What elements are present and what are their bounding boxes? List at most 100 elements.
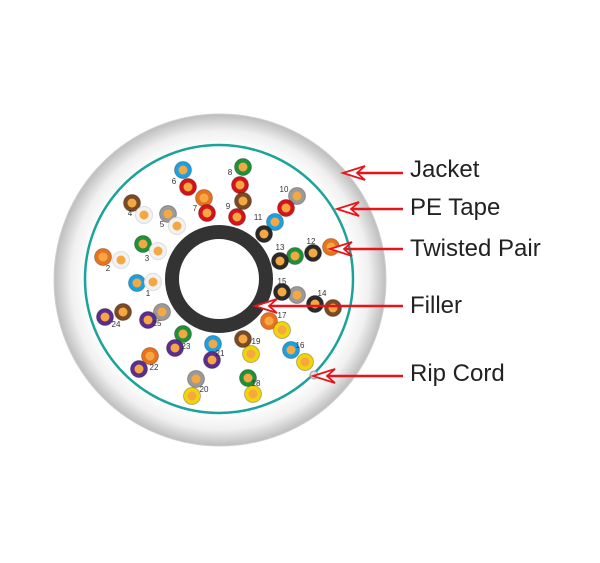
twisted-pair-11: 11 [254, 213, 284, 243]
pair-number: 3 [145, 254, 150, 263]
pair-number: 1 [146, 289, 151, 298]
conductor-core [238, 162, 248, 172]
twisted-pair-10: 10 [277, 185, 306, 217]
conductor-core [183, 182, 193, 192]
twisted-pair-25: 25 [139, 303, 171, 329]
pair-number: 24 [112, 320, 121, 329]
conductor-core [281, 203, 291, 213]
twisted-pair-22: 22 [130, 347, 159, 378]
twisted-pair-13: 13 [271, 243, 304, 270]
conductor-core [308, 248, 318, 258]
conductor-core [290, 251, 300, 261]
arrowhead-icon [334, 201, 360, 217]
pair-number: 18 [252, 379, 261, 388]
conductor-core [116, 255, 126, 265]
conductor-core [163, 209, 173, 219]
twisted-pair-20: 20 [183, 370, 209, 405]
pair-number: 5 [160, 220, 165, 229]
conductor-core [277, 325, 287, 335]
arrowhead-icon [340, 165, 366, 181]
conductor-core [172, 221, 182, 231]
filler [165, 225, 273, 333]
twisted-pair-12: 12 [304, 237, 340, 262]
conductor-core [139, 210, 149, 220]
conductor-core [248, 389, 258, 399]
conductor-core [208, 339, 218, 349]
pair-number: 4 [128, 209, 133, 218]
conductor-core [127, 198, 137, 208]
label-twisted-pair: Twisted Pair [410, 235, 541, 262]
pair-number: 15 [278, 277, 287, 286]
pair-number: 23 [182, 342, 191, 351]
conductor-core [300, 357, 310, 367]
conductor-core [286, 345, 296, 355]
pair-number: 25 [153, 319, 162, 328]
twisted-pair-23: 23 [166, 325, 192, 357]
label-rip-cord: Rip Cord [410, 360, 505, 387]
twisted-pair-1: 1 [128, 273, 162, 298]
conductor-core [187, 391, 197, 401]
conductor-core [100, 312, 110, 322]
twisted-pair-19: 19 [234, 330, 261, 363]
pair-number: 11 [254, 213, 263, 222]
conductor-core [148, 277, 158, 287]
conductor-core [264, 316, 274, 326]
twisted-pair-9: 9 [226, 192, 252, 226]
conductor-core [270, 217, 280, 227]
conductor-core [153, 246, 163, 256]
arrowhead-icon [327, 241, 353, 257]
conductor-core [243, 373, 253, 383]
conductor-core [259, 229, 269, 239]
twisted-pair-4: 4 [123, 194, 153, 224]
pair-number: 17 [278, 311, 287, 320]
twisted-pair-6: 6 [172, 161, 197, 196]
twisted-pair-3: 3 [134, 235, 167, 263]
twisted-pair-7: 7 [193, 189, 216, 222]
pair-number: 19 [252, 337, 261, 346]
arrowhead-icon [310, 368, 336, 384]
pair-number: 20 [200, 385, 209, 394]
conductor-core [238, 334, 248, 344]
arrow-jacket [340, 165, 403, 181]
twisted-pair-8: 8 [228, 158, 252, 194]
pair-number: 8 [228, 168, 233, 177]
pair-number: 6 [172, 177, 177, 186]
conductor-core [134, 364, 144, 374]
pair-number: 12 [307, 237, 316, 246]
conductor-core [235, 180, 245, 190]
pair-number: 22 [150, 363, 159, 372]
conductor-core [277, 287, 287, 297]
twisted-pair-5: 5 [159, 205, 186, 235]
conductor-core [178, 165, 188, 175]
twisted-pair-15: 15 [273, 277, 306, 304]
arrow-pe-tape [334, 201, 403, 217]
conductor-core [199, 193, 209, 203]
pair-number: 13 [276, 243, 285, 252]
arrow-twisted-pair [327, 241, 403, 257]
conductor-core [132, 278, 142, 288]
twisted-pair-2: 2 [94, 248, 130, 273]
twisted-pair-16: 16 [282, 341, 314, 371]
pair-number: 9 [226, 202, 231, 211]
conductor-core [232, 212, 242, 222]
pair-number: 7 [193, 204, 198, 213]
pair-number: 21 [216, 349, 225, 358]
label-filler: Filler [410, 292, 462, 319]
arrow-rip-cord [310, 368, 403, 384]
pair-number: 10 [280, 185, 289, 194]
conductor-core [191, 374, 201, 384]
callout-arrows [252, 165, 403, 384]
arrowhead-icon [252, 298, 278, 314]
conductor-core [202, 208, 212, 218]
twisted-pair-24: 24 [96, 303, 132, 329]
conductor-core [98, 252, 108, 262]
conductor-core [246, 349, 256, 359]
conductor-core [118, 307, 128, 317]
label-jacket: Jacket [410, 156, 480, 183]
label-pe-tape: PE Tape [410, 194, 500, 221]
conductor-core [143, 315, 153, 325]
conductor-core [145, 351, 155, 361]
twisted-pair-17: 17 [260, 311, 291, 339]
